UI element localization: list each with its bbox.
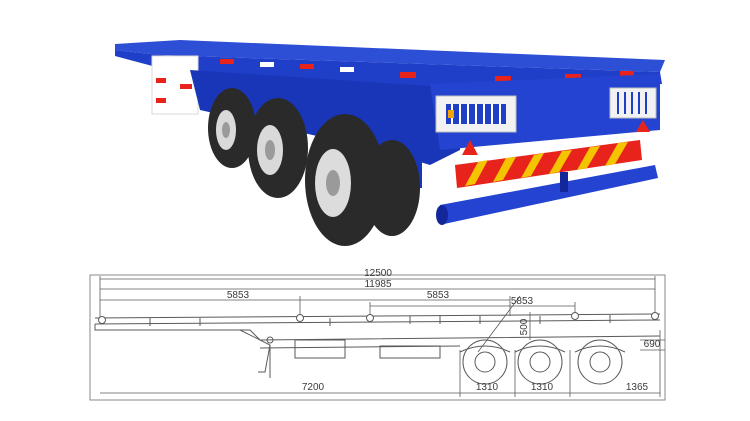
dim-deck-length: 11985: [364, 279, 392, 290]
drawing-wheel-3: [574, 339, 626, 385]
drawing-twistlocks: [98, 312, 659, 324]
wheel-rear: [305, 114, 385, 246]
dim-axle-spacing-1: 1310: [476, 382, 499, 393]
dim-axle-spacing-2: 1310: [531, 382, 554, 393]
rear-bumper: [436, 165, 658, 225]
dim-front-section: 5853: [227, 290, 250, 301]
drawing-landing-gear: [239, 329, 441, 378]
drawing-wheel-1: [459, 339, 511, 385]
drawing-leader-line: [477, 295, 521, 353]
drawing-wheel-2: [514, 339, 566, 385]
wheel-middle: [248, 98, 308, 198]
warning-triangle-left: [462, 140, 478, 155]
deck-top: [115, 40, 665, 72]
dim-rear-height: 690: [644, 339, 661, 350]
dim-beam-height: 500: [519, 318, 530, 335]
trailer-photo: [115, 40, 665, 246]
side-view-drawing: 12500 11985 5853 5853 5853 7200 1310 131…: [89, 268, 666, 401]
rear-hazard-bar: [455, 140, 642, 188]
dim-rear-overhang: 1365: [626, 382, 649, 393]
drawing-frame: [89, 274, 666, 401]
rear-light-right: [609, 87, 657, 119]
side-reflectors: [220, 59, 634, 82]
dim-overall-length: 12500: [364, 268, 392, 279]
dim-mid-section: 5853: [427, 290, 450, 301]
wheel-front: [208, 88, 256, 168]
dim-rear-section: 5853: [511, 296, 534, 307]
rear-light-left: [435, 95, 517, 133]
dim-kingpin-to-axle: 7200: [302, 382, 325, 393]
drawing-deck: [94, 313, 661, 349]
warning-triangle-right: [636, 120, 650, 132]
